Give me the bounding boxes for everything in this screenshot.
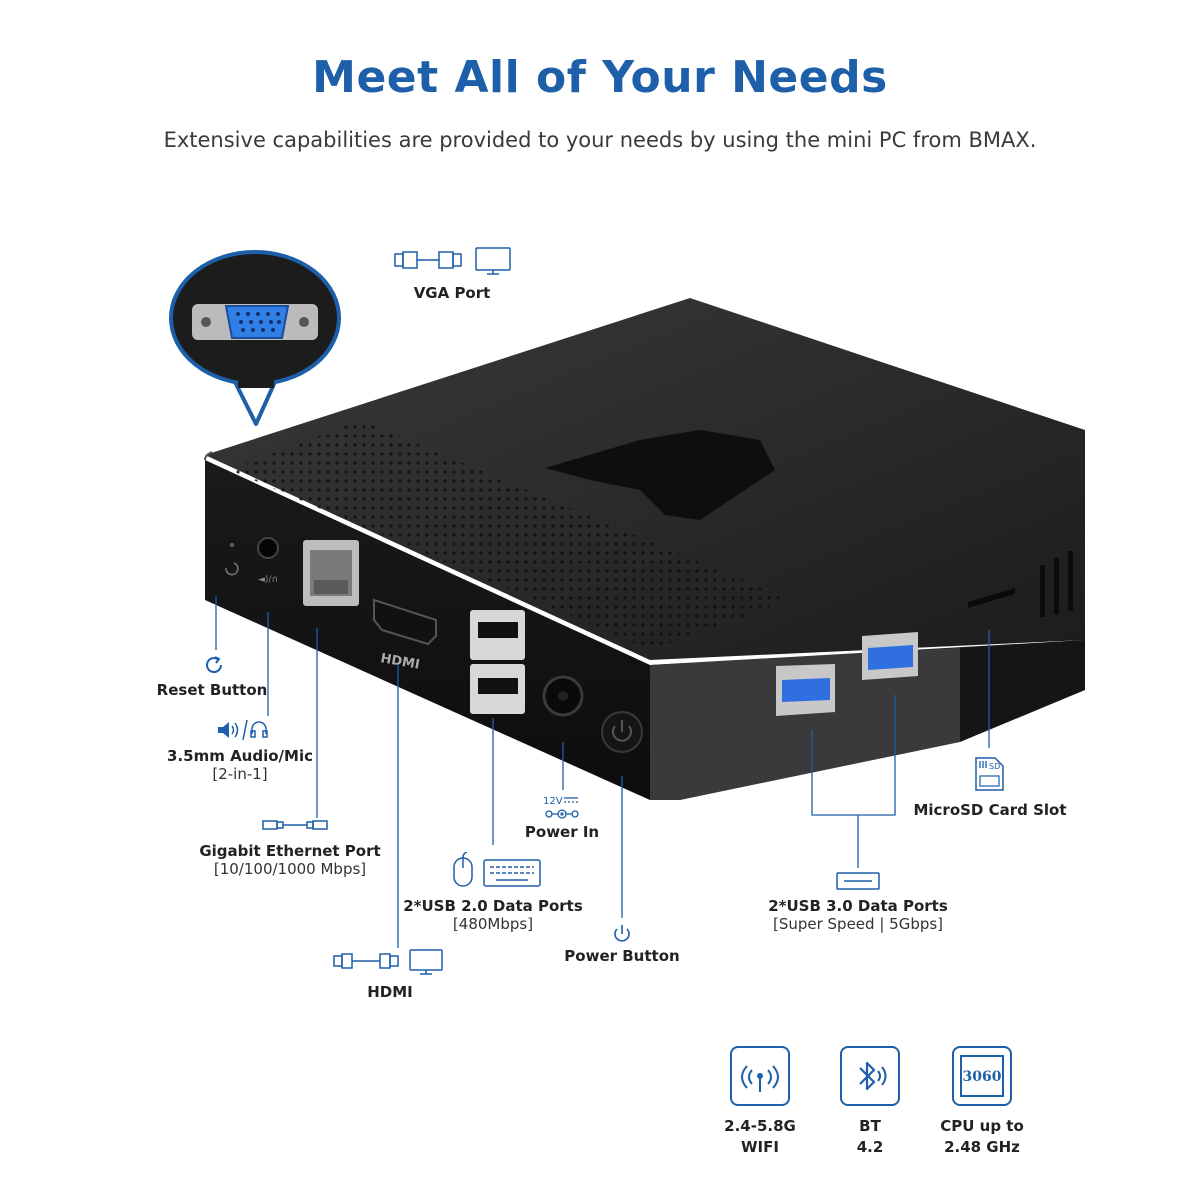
spec-bluetooth: BT 4.2: [815, 1046, 925, 1158]
audio-jack: [257, 537, 279, 559]
brand-logo: [545, 430, 775, 520]
mouse-keyboard-icon: [453, 852, 541, 887]
spec-bt-line1: BT: [859, 1117, 881, 1135]
spec-cpu: 3060 CPU up to 2.48 GHz: [927, 1046, 1037, 1158]
usb-port-icon: [836, 872, 880, 890]
power-button-label: Power Button: [564, 947, 680, 965]
spec-wifi-line1: 2.4-5.8G: [724, 1117, 796, 1135]
usb3-callout-bracket: [811, 695, 896, 816]
cpu-icon: 3060: [960, 1055, 1004, 1097]
ethernet-detail: [10/100/1000 Mbps]: [213, 860, 367, 878]
spec-wifi-box: [730, 1046, 790, 1106]
audio-mic-detail: [2-in-1]: [212, 765, 268, 783]
svg-text:◄)/∩: ◄)/∩: [258, 575, 278, 585]
power-in-icon: 12V: [543, 796, 579, 819]
bluetooth-icon: [859, 1061, 887, 1091]
microsd-slot: [968, 588, 1015, 608]
reset-button-label: Reset Button: [156, 681, 268, 699]
power-in-label: Power In: [524, 823, 600, 841]
svg-text:12V: 12V: [543, 796, 563, 807]
spec-wifi: 2.4-5.8G WIFI: [705, 1046, 815, 1158]
usb2-ports-label: 2*USB 2.0 Data Ports [480Mbps]: [393, 897, 593, 933]
svg-text:SD: SD: [989, 762, 1000, 771]
vga-cable-icon: [394, 247, 511, 275]
svg-text:3060: 3060: [963, 1069, 1002, 1085]
reset-icon: [206, 656, 223, 674]
ethernet-cable-icon: [262, 820, 328, 830]
page-title: Meet All of Your Needs: [312, 52, 888, 103]
spec-bt-line2: 4.2: [856, 1138, 884, 1156]
spec-wifi-line2: WIFI: [741, 1138, 779, 1156]
svg-text:HDMI: HDMI: [379, 651, 420, 673]
power-icon: [614, 925, 630, 942]
spec-bluetooth-box: [840, 1046, 900, 1106]
audio-mic-title: 3.5mm Audio/Mic: [167, 747, 313, 765]
hdmi-label: HDMI: [367, 983, 413, 1001]
spec-cpu-box: 3060: [952, 1046, 1012, 1106]
hdmi-jack: [373, 598, 437, 646]
spec-cpu-line1: CPU up to: [940, 1117, 1024, 1135]
ethernet-port-label: Gigabit Ethernet Port [10/100/1000 Mbps]: [190, 842, 390, 878]
vga-port-label: VGA Port: [413, 284, 491, 302]
page-subtitle: Extensive capabilities are provided to y…: [163, 128, 1037, 152]
hdmi-cable-icon: [333, 949, 443, 975]
usb3-ports-label: 2*USB 3.0 Data Ports [Super Speed | 5Gbp…: [758, 897, 958, 933]
usb2-title: 2*USB 2.0 Data Ports: [403, 897, 583, 915]
speaker-headset-icon: [218, 719, 268, 741]
ethernet-title: Gigabit Ethernet Port: [199, 842, 381, 860]
microsd-label: MicroSD Card Slot: [913, 801, 1067, 819]
wifi-icon: [741, 1065, 779, 1092]
sd-card-icon: SD: [975, 757, 1004, 791]
usb2-detail: [480Mbps]: [452, 915, 534, 933]
vent-dots: [230, 420, 790, 650]
audio-mic-label: 3.5mm Audio/Mic [2-in-1]: [150, 747, 330, 783]
usb3-title: 2*USB 3.0 Data Ports: [768, 897, 948, 915]
spec-cpu-line2: 2.48 GHz: [944, 1138, 1020, 1156]
usb3-detail: [Super Speed | 5Gbps]: [772, 915, 944, 933]
